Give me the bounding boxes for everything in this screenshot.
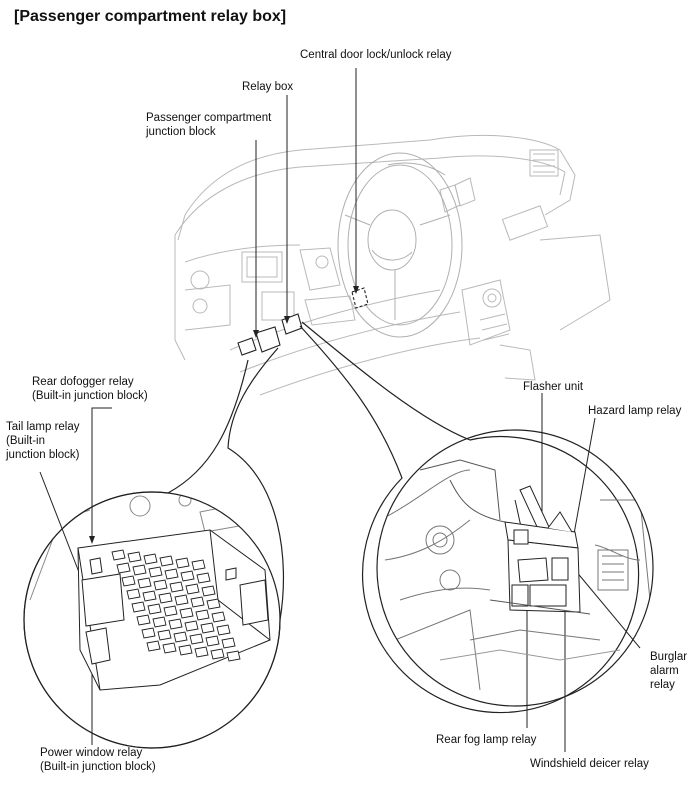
junction-block-drawing	[29, 492, 280, 691]
leader-lines	[39, 68, 641, 752]
label-rear-fog-lamp-relay: Rear fog lamp relay	[436, 734, 537, 746]
dashboard-relay-markers	[237, 287, 369, 356]
label-line: Passenger compartment	[146, 112, 272, 124]
fuse-cell	[157, 629, 172, 641]
fuse-cell	[211, 611, 226, 623]
fuse-cell	[190, 596, 205, 608]
fuse-cell	[131, 601, 146, 613]
fuse-cell	[195, 609, 210, 621]
page-title: [Passenger compartment relay box]	[14, 8, 287, 25]
label-burglar-alarm-relay: Burglar alarm relay	[650, 650, 687, 692]
fuse-cell	[168, 618, 183, 630]
fuse-cell	[158, 592, 173, 604]
label-line: (Built-in junction block)	[32, 390, 148, 402]
fuse-cell	[178, 644, 193, 656]
fuse-cell	[210, 648, 225, 660]
label-line: (Built-in	[6, 435, 45, 447]
fuse-cell	[136, 614, 151, 626]
fuse-cell	[179, 607, 194, 619]
fuse-cell	[137, 577, 152, 589]
fuse-cell	[194, 646, 209, 658]
fuse-cell	[185, 583, 200, 595]
label-line: (Built-in junction block)	[40, 761, 156, 773]
label-line: Burglar	[650, 651, 688, 663]
fuse-cell	[147, 603, 162, 615]
dashboard-drawing	[174, 134, 611, 396]
label-line: alarm	[650, 665, 679, 677]
fuse-cell	[221, 637, 236, 649]
steering-wheel-drawing	[337, 152, 463, 338]
label-line: Rear dofogger relay	[32, 376, 134, 388]
label-line: junction block)	[6, 449, 80, 461]
fuse-cell	[180, 570, 195, 582]
left-circle-outline	[23, 491, 281, 749]
fuse-cell	[126, 588, 141, 600]
label-line: relay	[650, 679, 675, 691]
fuse-cell	[196, 572, 211, 584]
relay-cluster-drawing	[379, 459, 653, 691]
right-circle-outline	[376, 429, 654, 707]
fuse-cell	[148, 566, 163, 578]
label-line: junction block	[146, 126, 216, 138]
fuse-cell	[169, 581, 184, 593]
label-power-window-relay: Power window relay (Built-in junction bl…	[40, 746, 156, 774]
callout-bubble-right	[299, 321, 640, 714]
fuse-cell	[146, 640, 161, 652]
fuse-cell	[184, 620, 199, 632]
label-relay-box: Relay box	[242, 81, 294, 93]
fuse-cell	[216, 624, 231, 636]
fuse-cell	[142, 590, 157, 602]
fuse-cell	[127, 551, 142, 563]
fuse-cell	[162, 642, 177, 654]
fuse-cell	[121, 575, 136, 587]
fuse-cell	[191, 559, 206, 571]
fuse-cell	[116, 562, 131, 574]
fuse-cell	[226, 650, 241, 662]
fuse-cell	[201, 585, 216, 597]
label-line: Tail lamp relay	[6, 421, 80, 433]
fuse-cell	[159, 555, 174, 567]
fuse-cell	[153, 579, 168, 591]
fuse-cell	[189, 633, 204, 645]
fuse-cell	[163, 605, 178, 617]
fuse-cell	[173, 631, 188, 643]
fuse-cell	[141, 627, 156, 639]
fuse-cell	[111, 549, 126, 561]
label-tail-lamp-relay: Tail lamp relay (Built-in junction block…	[6, 420, 80, 462]
fuse-cell	[206, 598, 221, 610]
fuse-cell	[174, 594, 189, 606]
fuse-cell	[200, 622, 215, 634]
label-line: Power window relay	[40, 747, 143, 759]
label-passenger-junction-block: Passenger compartment junction block	[146, 111, 271, 139]
label-windshield-deicer-relay: Windshield deicer relay	[530, 758, 649, 770]
label-hazard-lamp-relay: Hazard lamp relay	[588, 405, 682, 417]
label-central-door-lock-relay: Central door lock/unlock relay	[300, 49, 452, 61]
fuse-cell	[152, 616, 167, 628]
label-rear-defogger-relay: Rear dofogger relay (Built-in junction b…	[32, 375, 148, 403]
fuse-cell	[205, 635, 220, 647]
fuse-cell	[143, 553, 158, 565]
fuse-cell	[132, 564, 147, 576]
fuse-grid	[111, 549, 241, 662]
fuse-cell	[164, 568, 179, 580]
fuse-cell	[175, 557, 190, 569]
label-flasher-unit: Flasher unit	[523, 381, 584, 393]
